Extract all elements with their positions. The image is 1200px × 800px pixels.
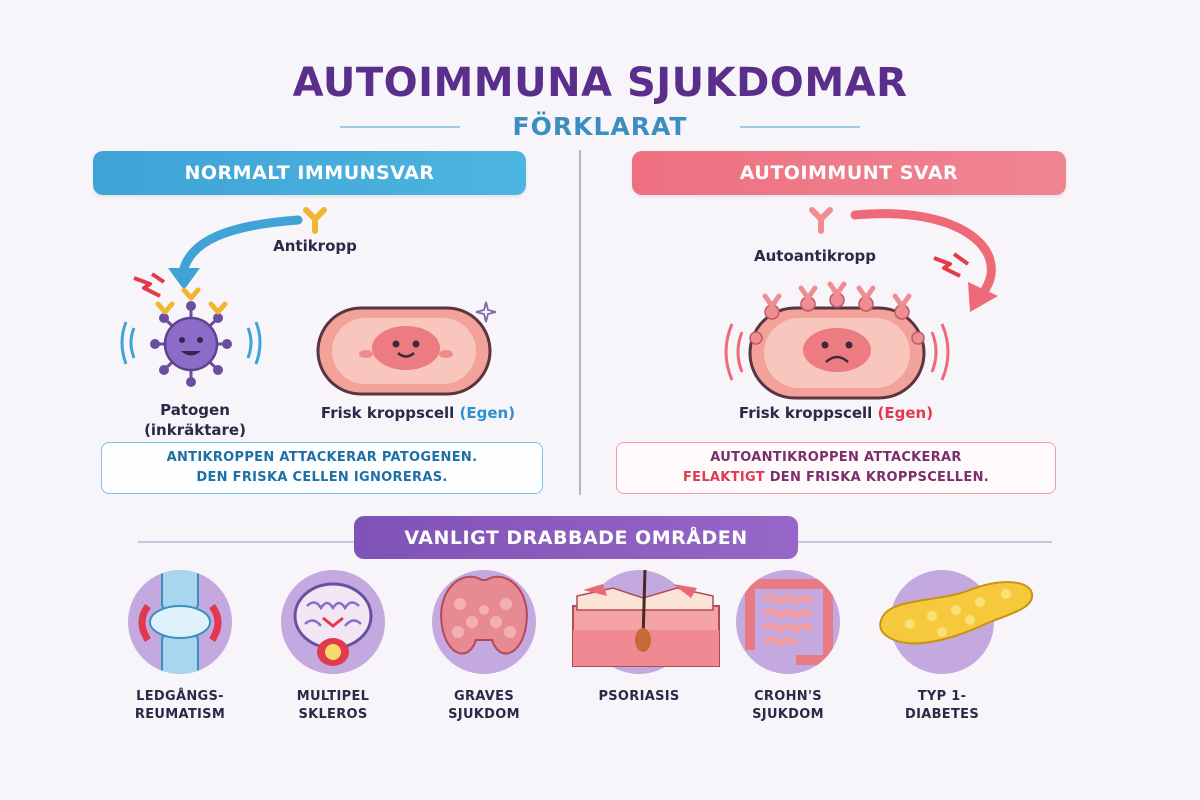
- antibody-icon: [303, 207, 327, 234]
- page-subtitle: FÖRKLARAT: [512, 112, 688, 141]
- healthy-cell-label-text: Frisk kroppscell: [320, 404, 455, 422]
- healthy-cell-label: Frisk kroppscell (Egen): [318, 404, 518, 422]
- sparkle-icon: [475, 301, 497, 323]
- healthy-cell-icon: [316, 306, 492, 396]
- condition-label-line: LEDGÅNGS-: [136, 689, 224, 704]
- page-title: AUTOIMMUNA SJUKDOMAR: [292, 60, 908, 106]
- condition-label-line: SKLEROS: [298, 707, 368, 722]
- condition-label-line: TYP 1-: [917, 689, 967, 704]
- condition-label-1: LEDGÅNGS- REUMATISM: [115, 688, 245, 724]
- brain-icon: [281, 570, 385, 674]
- thyroid-icon: [432, 570, 536, 674]
- autoimmune-note: AUTOANTIKROPPEN ATTACKERAR FELAKTIGT DEN…: [616, 442, 1056, 494]
- pancreas-icon: [879, 570, 1034, 674]
- attacked-cell-label: Frisk kroppscell (Egen): [736, 404, 936, 422]
- autoantibody-icon: [809, 207, 833, 234]
- pathogen-label-line2: (inkräktare): [144, 421, 246, 439]
- condition-label-line: SJUKDOM: [448, 707, 520, 722]
- own-tag: (Egen): [877, 404, 934, 422]
- condition-label-3: GRAVES SJUKDOM: [419, 688, 549, 724]
- skin-icon: [572, 569, 720, 674]
- lightning-icon: [133, 272, 166, 298]
- condition-label-line: SJUKDOM: [752, 707, 824, 722]
- normal-note: ANTIKROPPEN ATTACKERAR PATOGENEN. DEN FR…: [101, 442, 543, 494]
- vertical-divider: [579, 150, 581, 495]
- pathogen-label-line1: Patogen: [160, 401, 230, 419]
- attacked-cell-label-text: Frisk kroppscell: [738, 404, 873, 422]
- intestine-icon: [736, 570, 840, 674]
- condition-label-line: PSORIASIS: [598, 689, 680, 704]
- condition-label-line: MULTIPEL: [296, 689, 370, 704]
- affected-areas-banner: VANLIGT DRABBADE OMRÅDEN: [354, 516, 798, 559]
- condition-label-line: CROHN'S: [754, 689, 822, 704]
- autoimmune-note-line1: AUTOANTIKROPPEN ATTACKERAR: [710, 450, 962, 465]
- condition-label-2: MULTIPEL SKLEROS: [268, 688, 398, 724]
- own-tag: (Egen): [459, 404, 516, 422]
- condition-label-5: CROHN'S SJUKDOM: [723, 688, 853, 724]
- autoimmune-note-highlight: FELAKTIGT: [682, 470, 765, 485]
- joint-icon: [128, 570, 232, 674]
- autoimmune-note-line2: FELAKTIGT DEN FRISKA KROPPSCELLEN.: [683, 468, 989, 488]
- lightning-icon: [933, 252, 970, 278]
- subtitle-line-right: [740, 126, 860, 128]
- subtitle-line-left: [340, 126, 460, 128]
- normal-note-line1: ANTIKROPPEN ATTACKERAR PATOGENEN.: [166, 450, 478, 465]
- section-line-left: [138, 541, 354, 543]
- autoimmune-note-line2-rest: DEN FRISKA KROPPSCELLEN.: [764, 470, 989, 485]
- condition-label-line: DIABETES: [905, 707, 979, 722]
- normal-response-banner: NORMALT IMMUNSVAR: [93, 151, 526, 195]
- autoimmune-response-banner: AUTOIMMUNT SVAR: [632, 151, 1066, 195]
- condition-label-line: REUMATISM: [134, 707, 226, 722]
- condition-label-line: GRAVES: [454, 689, 514, 704]
- attacked-cell-icon: [724, 281, 950, 400]
- section-line-right: [798, 541, 1052, 543]
- condition-label-4: PSORIASIS: [574, 688, 704, 706]
- normal-note-line2: DEN FRISKA CELLEN IGNORERAS.: [196, 470, 448, 485]
- pathogen-label: Patogen (inkräktare): [120, 400, 270, 440]
- pathogen-icon: [120, 287, 262, 387]
- autoantibody-label: Autoantikropp: [753, 247, 877, 265]
- condition-label-6: TYP 1- DIABETES: [877, 688, 1007, 724]
- antibody-label: Antikropp: [273, 237, 357, 255]
